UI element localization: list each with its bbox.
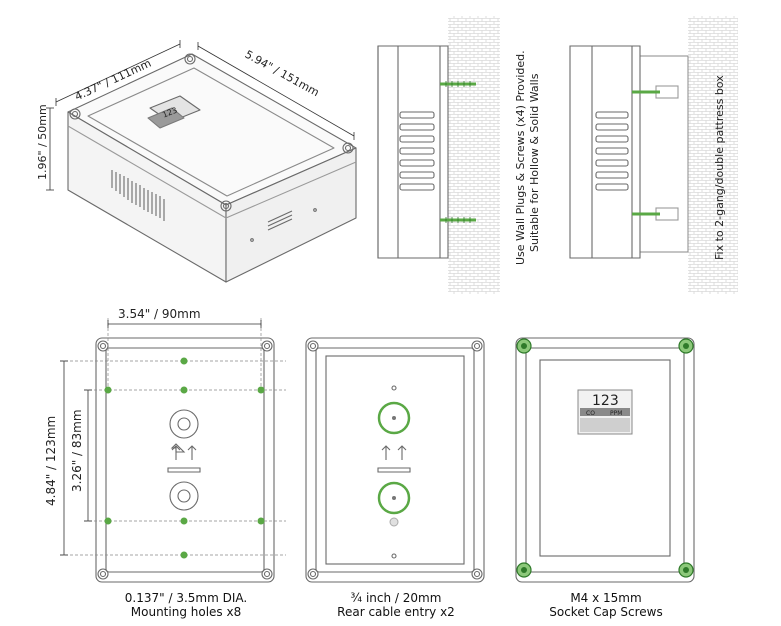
holes-caption-line1: 0.137" / 3.5mm DIA. [124, 591, 248, 605]
pattress-note: Fix to 2-gang/double pattress box [713, 75, 726, 260]
cable-entry-bottom [377, 481, 411, 515]
cable-caption-line1: ¾ inch / 20mm [350, 591, 442, 605]
holes-caption-line2: Mounting holes x8 [130, 605, 242, 619]
side-view-wall-plugs [377, 16, 500, 294]
holes-caption: 0.137" / 3.5mm DIA. Mounting holes x8 [96, 591, 276, 619]
hole-spacing-v-outer-label: 4.84" / 123mm [44, 416, 58, 506]
wall-section [448, 16, 500, 294]
isometric-enclosure [67, 53, 357, 283]
display-screen [577, 389, 633, 435]
screws-caption: M4 x 15mm Socket Cap Screws [516, 591, 696, 619]
screws-caption-line1: M4 x 15mm [570, 591, 642, 605]
hole-spacing-v-inner-label: 3.26" / 83mm [70, 409, 84, 492]
cable-caption-line2: Rear cable entry x2 [337, 605, 455, 619]
screws-caption-line2: Socket Cap Screws [549, 605, 663, 619]
front-view-holes [60, 318, 286, 583]
front-view-screws [515, 337, 695, 583]
wall-plugs-note-line2: Suitable for Hollow & Solid Walls [528, 73, 541, 252]
pattress-wall [688, 16, 738, 294]
screen-label-right: PPM [610, 410, 622, 417]
screen-label-left: CO [586, 410, 595, 417]
cable-entry-top [377, 401, 411, 435]
iso-dimension-lines [46, 40, 355, 191]
front-view-cable-entry [305, 337, 485, 583]
wall-plugs-note-line1: Use Wall Plugs & Screws (x4) Provided. [514, 50, 527, 265]
cable-caption: ¾ inch / 20mm Rear cable entry x2 [306, 591, 486, 619]
wall-screw-bottom [440, 217, 476, 223]
corner-screws [516, 338, 694, 578]
screen-value: 123 [592, 393, 619, 409]
wall-screw-top [440, 81, 476, 87]
iso-height-label: 1.96" / 50mm [36, 104, 49, 180]
pattress-box [639, 55, 689, 253]
side-view-pattress [569, 16, 738, 294]
hole-spacing-h-label: 3.54" / 90mm [118, 307, 201, 321]
